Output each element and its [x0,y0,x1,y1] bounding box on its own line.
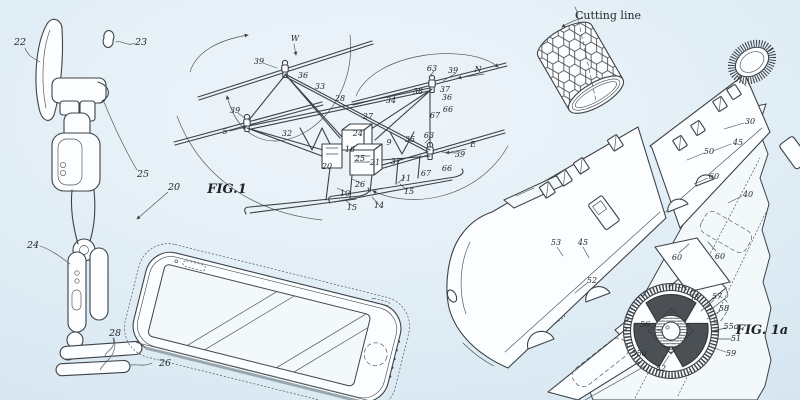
ref-label: E [469,140,476,149]
ref-label: 24' [352,129,365,138]
ref-label: 33 [689,293,699,302]
ref-label: 66 [442,164,452,173]
ref-label: 40 [742,190,753,199]
ref-label: N [474,65,483,74]
ref-label: 36 [442,93,452,102]
ref-label: 57 [712,292,723,301]
drone-figure: W N E 5 39 39 39 39 63 63 36 36 38 37 37… [174,34,508,220]
ref-label: 15 [347,203,357,212]
ref-label: 20 [321,162,332,171]
ref-label: 10 [340,189,350,198]
ref-label: 26 [158,358,171,369]
shin-bar-rear [90,248,108,320]
ref-label: 60 [709,172,719,181]
ref-label: W [291,34,300,43]
bullet-train-figure: 30 45 50 60 40 60 60 53 45 52 [445,36,800,400]
shin-bar-front [68,252,86,332]
ref-label: 58 [719,304,729,313]
ref-label: 11 [401,174,411,183]
ref-label: 45 [732,138,743,147]
knob-part [103,31,114,48]
fig1-caption: FIG.1 [206,182,247,197]
ref-label: 53 [551,238,561,247]
ref-label: 9 [386,138,391,147]
ref-label: 25 [354,154,365,163]
ref-label: 15 [404,187,414,196]
ref-label: 67 [421,169,432,178]
knee-housing [52,133,100,191]
ref-label: 52 [587,276,597,285]
ref-label: 23 [134,37,147,48]
cutting-line-label: Cutting line [575,9,641,22]
ref-label: 24 [26,240,39,251]
ref-label: 60 [715,252,725,261]
ribbed-end [724,36,779,89]
ref-label: 59 [726,349,736,358]
rear-car-door [779,136,800,170]
ref-label: 27 [362,112,374,121]
ref-label: 34 [386,96,396,105]
ref-label: 28 [108,328,121,339]
ref-label: 33 [315,82,325,91]
ref-label: 63 [427,64,437,73]
ref-label: 55a [632,349,647,358]
fig1a-caption: FIG. 1a [735,323,788,338]
ref-label: 37' [391,157,403,166]
smartphone-figure [118,237,416,400]
ref-label: 14 [374,201,384,210]
ref-label: 56 [640,320,650,329]
ref-label: 63 [424,131,434,140]
ref-label: 21 [369,158,380,167]
ref-label: 38 [413,87,423,96]
shaft-bore [662,322,680,340]
ref-label: 39 [455,150,465,159]
ref-label: 39 [254,57,264,66]
ref-label: 67 [430,111,441,120]
ref-label: 60 [672,253,682,262]
ref-label: 20 [167,182,180,193]
ref-label: 36 [298,71,308,80]
ref-label: 35 [405,135,415,144]
ref-label: 22 [13,37,26,48]
ref-label: 32 [282,129,292,138]
ref-label: 16 [345,145,355,154]
ref-label: 37 [440,85,451,94]
ref-label: 50 [704,147,714,156]
ref-label: 66 [443,105,453,114]
ref-label: 45 [577,238,588,247]
honeycomb-cylinder-figure: Cutting line [532,7,641,121]
ref-label: 30 [745,117,755,126]
ref-label: 28 [334,94,345,103]
ref-label: 26 [354,180,365,189]
foot-plate-bottom [56,360,131,376]
ref-label: 52 [656,364,666,373]
ref-label: 39 [448,66,458,75]
ref-label: 5 [222,127,227,136]
ref-label: 25 [136,169,149,180]
ref-label: 39 [230,106,240,115]
thigh-pad [36,19,63,120]
